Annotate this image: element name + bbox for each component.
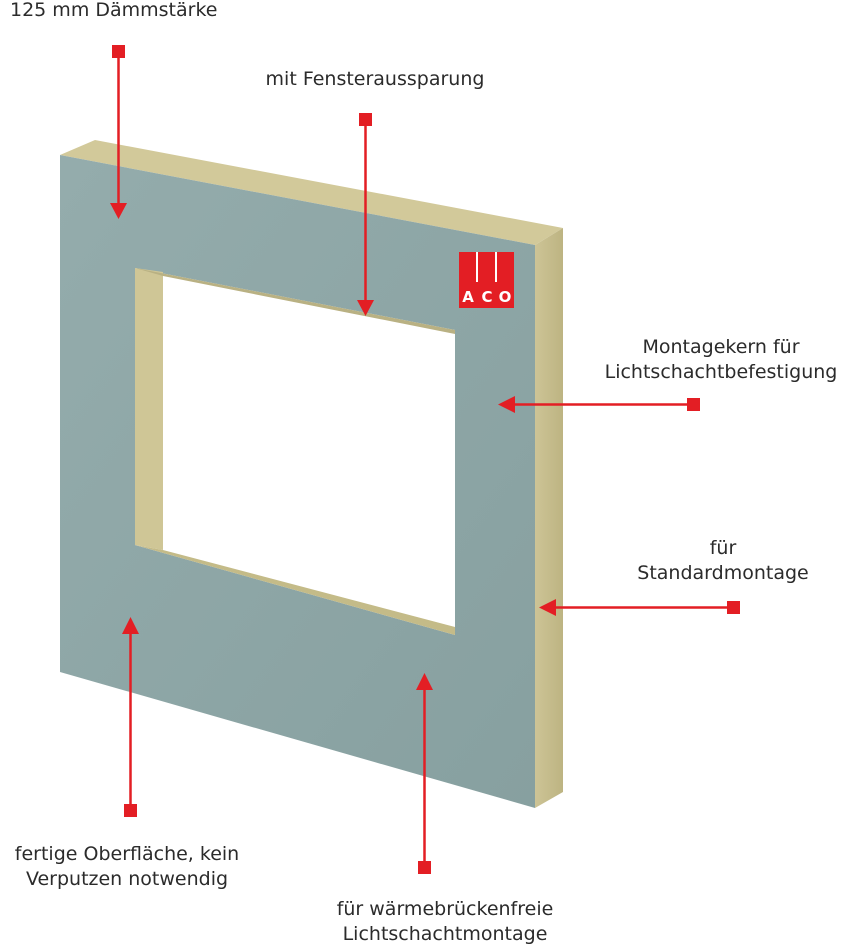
panel-front-face [60, 155, 535, 808]
logo-letter-a: A [462, 288, 474, 306]
callout-arrow-surface [122, 617, 139, 817]
label-thickness: 125 mm Dämmstärke [10, 0, 218, 21]
label-mounting-core: Montagekern für Lichtschachtbefestigung [604, 336, 838, 383]
window-reveal-bottom [135, 545, 455, 635]
callout-arrow-standard [539, 599, 740, 616]
callout-arrow-mounting-core [498, 396, 700, 413]
callout-arrow-thermal-bridge [416, 673, 433, 874]
label-thermal-bridge: für wärmebrückenfreie Lichtschachtmontag… [336, 898, 554, 945]
aco-logo: A C O [459, 252, 514, 308]
label-window-cutout: mit Fensteraussparung [265, 68, 485, 90]
window-reveal-left [135, 268, 163, 550]
window-reveal-top [135, 268, 455, 334]
logo-letter-c: C [481, 288, 492, 306]
panel-side-edge [535, 228, 563, 808]
callout-arrow-window-cutout [357, 113, 374, 316]
panel-top-edge [60, 140, 563, 245]
label-standard: für Standardmontage [637, 537, 809, 584]
label-surface: fertige Oberfläche, kein Verputzen notwe… [14, 843, 240, 890]
callout-arrow-thickness [110, 45, 127, 219]
logo-letter-o: O [499, 288, 512, 306]
